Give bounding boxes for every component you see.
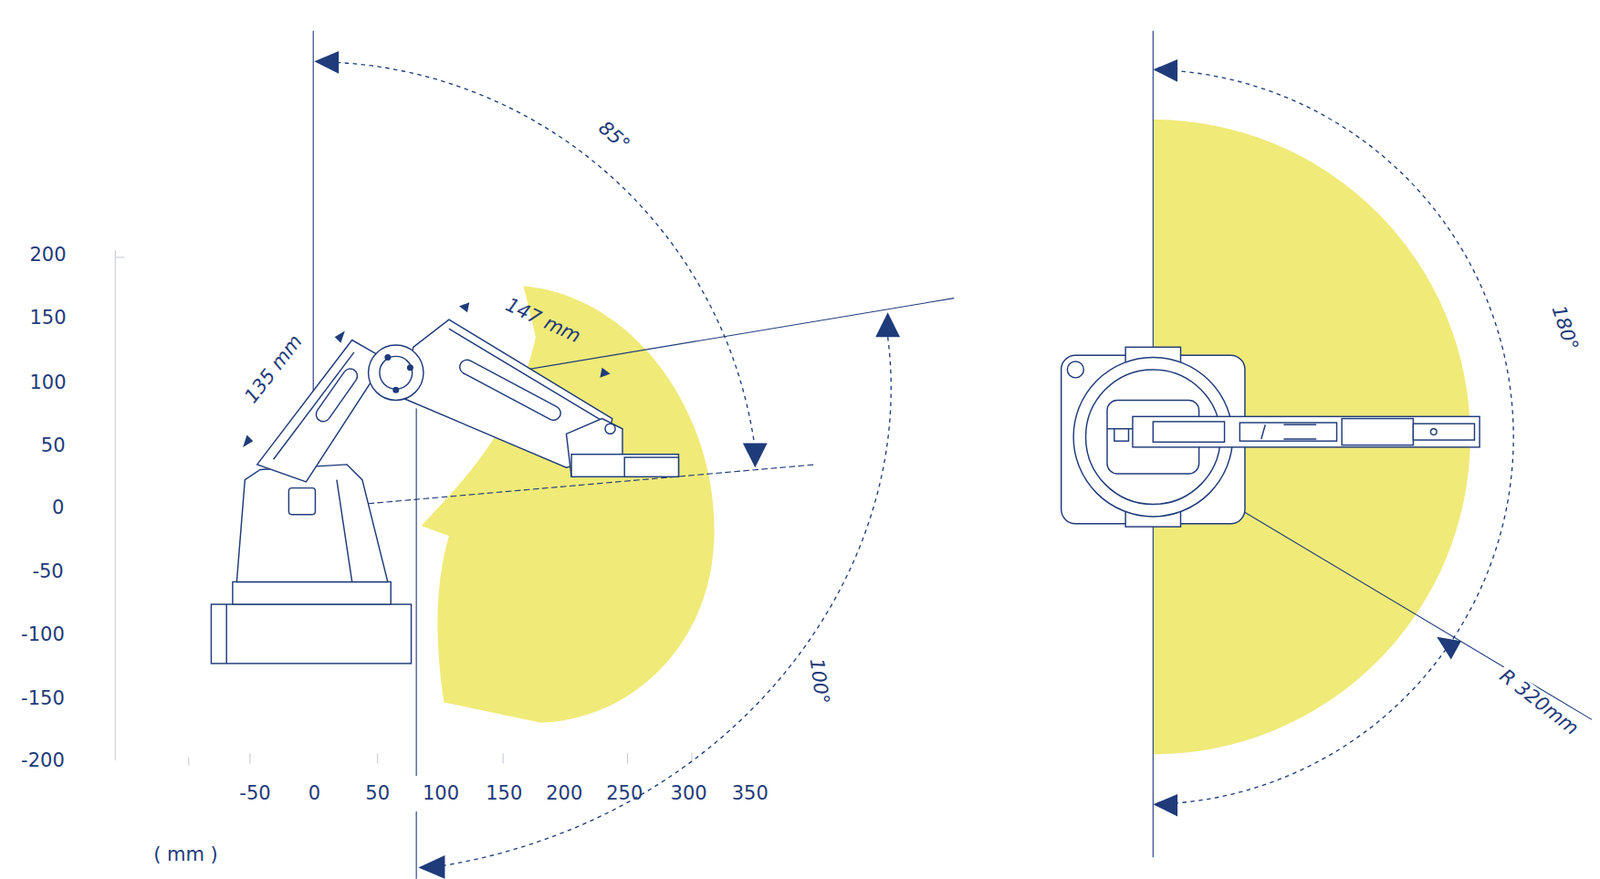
dimension-label: 135 mm: [239, 329, 309, 410]
axis-value: 50: [362, 783, 393, 805]
workspace-area: [421, 119, 1471, 754]
axis-value: 350: [729, 783, 772, 805]
axis-value: -100: [18, 624, 68, 646]
axis-value: 200: [26, 244, 69, 266]
axis-value-holder: -50: [29, 561, 66, 583]
axis-value-holder: 200: [543, 783, 586, 805]
axis-value: 0: [305, 783, 324, 805]
axis-value: -50: [29, 561, 66, 583]
angle-label: 180°: [1546, 301, 1582, 357]
axis-value-holder: 0: [305, 783, 324, 805]
axis-value-holder: 50: [38, 435, 69, 457]
radius-label-holder: R 320mm: [1493, 663, 1585, 742]
axis: [115, 250, 692, 766]
arrow-heads: [242, 51, 1462, 879]
angle-label-holder: 100°: [805, 654, 834, 709]
unit-label-holder: ( mm ): [150, 844, 221, 866]
axis-value: -150: [18, 688, 68, 710]
angle-arcs: [336, 62, 1514, 866]
axis-value: 150: [482, 783, 525, 805]
axis-value: 200: [543, 783, 586, 805]
axis-value: -200: [18, 750, 68, 772]
axis-value-holder: 350: [729, 783, 772, 805]
axis-value-holder: 100: [419, 783, 462, 805]
axis-value: 250: [603, 783, 646, 805]
axis-value-holder: 300: [668, 783, 711, 805]
axis-value: 0: [49, 497, 67, 519]
axis-value-holder: 100: [26, 372, 69, 394]
axis-value: 150: [26, 307, 69, 329]
angle-label: 85°: [592, 115, 637, 158]
unit-label: ( mm ): [150, 844, 221, 866]
robot-side-view: [210, 319, 679, 664]
axis-value-holder: -200: [18, 750, 68, 772]
axis-value-holder: 250: [603, 783, 646, 805]
angle-label-holder: 85°: [592, 115, 637, 158]
axis-value-holder: -100: [18, 624, 68, 646]
axis-value: 100: [26, 372, 69, 394]
axis-value-holder: 0: [49, 497, 67, 519]
axis-value: -50: [236, 783, 273, 805]
robot-top-view: [1061, 346, 1480, 527]
axis-value: 100: [419, 783, 462, 805]
axis-value: 300: [668, 783, 711, 805]
axis-value-holder: 50: [362, 783, 393, 805]
reference-lines: [313, 31, 1592, 879]
dimension-label-holder: 135 mm: [239, 329, 309, 410]
angle-label: 100°: [805, 654, 834, 709]
axis-value: 50: [38, 435, 69, 457]
axis-value-holder: -150: [18, 688, 68, 710]
axis-value-holder: -50: [236, 783, 273, 805]
axis-value-holder: 200: [26, 244, 69, 266]
angle-label-holder: 180°: [1546, 301, 1582, 357]
radius-label: R 320mm: [1493, 663, 1585, 742]
axis-value-holder: 150: [26, 307, 69, 329]
axis-value-holder: 150: [482, 783, 525, 805]
